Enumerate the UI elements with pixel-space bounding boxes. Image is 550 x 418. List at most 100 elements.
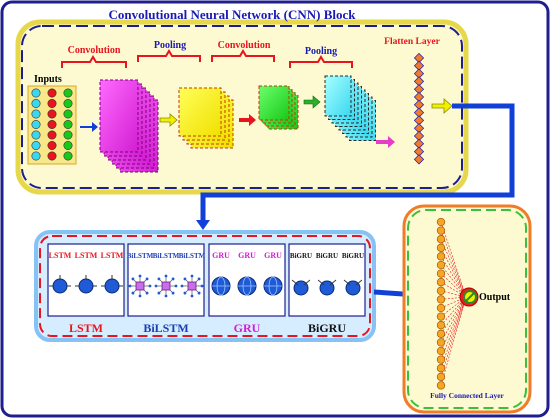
inputs-label: Inputs (34, 74, 62, 85)
cell-endpoint (174, 284, 178, 288)
cell-label: BiLSTM (179, 252, 206, 260)
dense-edge (440, 296, 467, 386)
input-dot (47, 88, 57, 98)
cell-endpoint (131, 277, 135, 281)
cell-label: BiLSTM (127, 252, 154, 260)
cell-gears (101, 275, 123, 287)
pool2-bracket (289, 55, 353, 68)
arrow-input-to-conv (80, 122, 98, 132)
cell-label: BiGRU (342, 252, 364, 260)
connector-cnn-to-rnn (200, 103, 515, 222)
dense-node (436, 381, 446, 390)
dense-node (436, 329, 446, 338)
arrow-pool1-to-conv2 (239, 114, 256, 126)
dense-edge (440, 230, 467, 298)
chip-icon (161, 281, 171, 291)
cell-endpoint (128, 284, 132, 288)
cnn-block-dashed-border (21, 25, 463, 189)
dense-edge (440, 256, 467, 298)
feature-map (258, 85, 290, 121)
dense-node (436, 312, 446, 321)
cell-endpoint (190, 294, 194, 298)
cell-endpoint (171, 277, 175, 281)
cell-endpoint (197, 291, 201, 295)
chip-icon (135, 281, 145, 291)
cell-label: BiGRU (290, 252, 312, 260)
input-dots (31, 88, 73, 161)
recurrent-block-dashed-border (39, 235, 371, 337)
dense-node (436, 321, 446, 330)
arrow-conv2-to-pool2 (303, 95, 321, 109)
dense-edge (440, 296, 467, 360)
cell-endpoint (200, 284, 204, 288)
dense-node (436, 355, 446, 364)
input-dot (31, 120, 41, 130)
dense-node (436, 346, 446, 356)
panel-caption: BiLSTM (143, 321, 188, 335)
panel-frame (288, 243, 366, 317)
cell-endpoint (157, 291, 161, 295)
dense-node (436, 243, 446, 252)
conv1-label: Convolution (68, 45, 121, 56)
feature-map (178, 87, 222, 137)
pool2-feature-maps (324, 75, 376, 141)
pool1-feature-maps (178, 87, 234, 149)
input-dot (63, 130, 73, 140)
pool1-bracket (137, 49, 201, 62)
dense-edge (440, 221, 467, 298)
dense-node (436, 278, 446, 287)
cell-endpoint (171, 291, 175, 295)
dense-nodes (436, 217, 446, 390)
dense-node (436, 372, 446, 381)
cell-endpoint (164, 274, 168, 278)
cell-core-icon (104, 278, 120, 294)
dense-node (436, 295, 446, 304)
flatten-diamonds (413, 52, 425, 165)
input-dot (31, 109, 41, 119)
conv2-group: Convolution (211, 40, 299, 130)
cell-endpoint (180, 284, 184, 288)
cell-label: LSTM (75, 251, 98, 260)
cell-endpoint (190, 274, 194, 278)
cell-label: GRU (264, 251, 282, 260)
dense-caption: Fully Connected Layer (430, 391, 504, 400)
dense-node (436, 226, 446, 235)
panel-caption: BiGRU (308, 321, 346, 335)
dense-block-outer (402, 204, 532, 414)
cell-endpoint (145, 291, 149, 295)
chip-icon (187, 281, 197, 291)
cnn-block-title: Convolutional Neural Network (CNN) Block (109, 7, 357, 22)
cell-label: BiLSTM (153, 252, 180, 260)
output-node-slash (465, 292, 475, 302)
pool2-label: Pooling (305, 46, 337, 57)
input-dot (63, 88, 73, 98)
pool1-label: Pooling (154, 40, 186, 51)
conv2-label: Convolution (218, 40, 271, 51)
connector-arrowhead (196, 220, 210, 230)
pool2-group: Pooling (289, 46, 376, 141)
cell-label: LSTM (101, 251, 124, 260)
input-dot (31, 151, 41, 161)
cell-endpoint (148, 284, 152, 288)
dense-edge (440, 296, 467, 300)
arrow-flatten-out (431, 98, 453, 114)
input-dot (47, 141, 57, 151)
cell-endpoint (157, 277, 161, 281)
input-dot (31, 141, 41, 151)
input-dot (63, 151, 73, 161)
cell-endpoint (154, 284, 158, 288)
arrow-pool2-to-flatten (376, 136, 395, 148)
cell-endpoint (164, 294, 168, 298)
input-dot (31, 99, 41, 109)
feature-map (99, 79, 139, 153)
input-dot (63, 141, 73, 151)
conv1-group: Convolution (61, 45, 159, 173)
conv2-feature-maps (258, 85, 299, 130)
cnn-block: Convolutional Neural Network (CNN) Block… (15, 7, 469, 195)
panel-caption: LSTM (69, 321, 103, 335)
conv2-bracket (211, 49, 275, 62)
